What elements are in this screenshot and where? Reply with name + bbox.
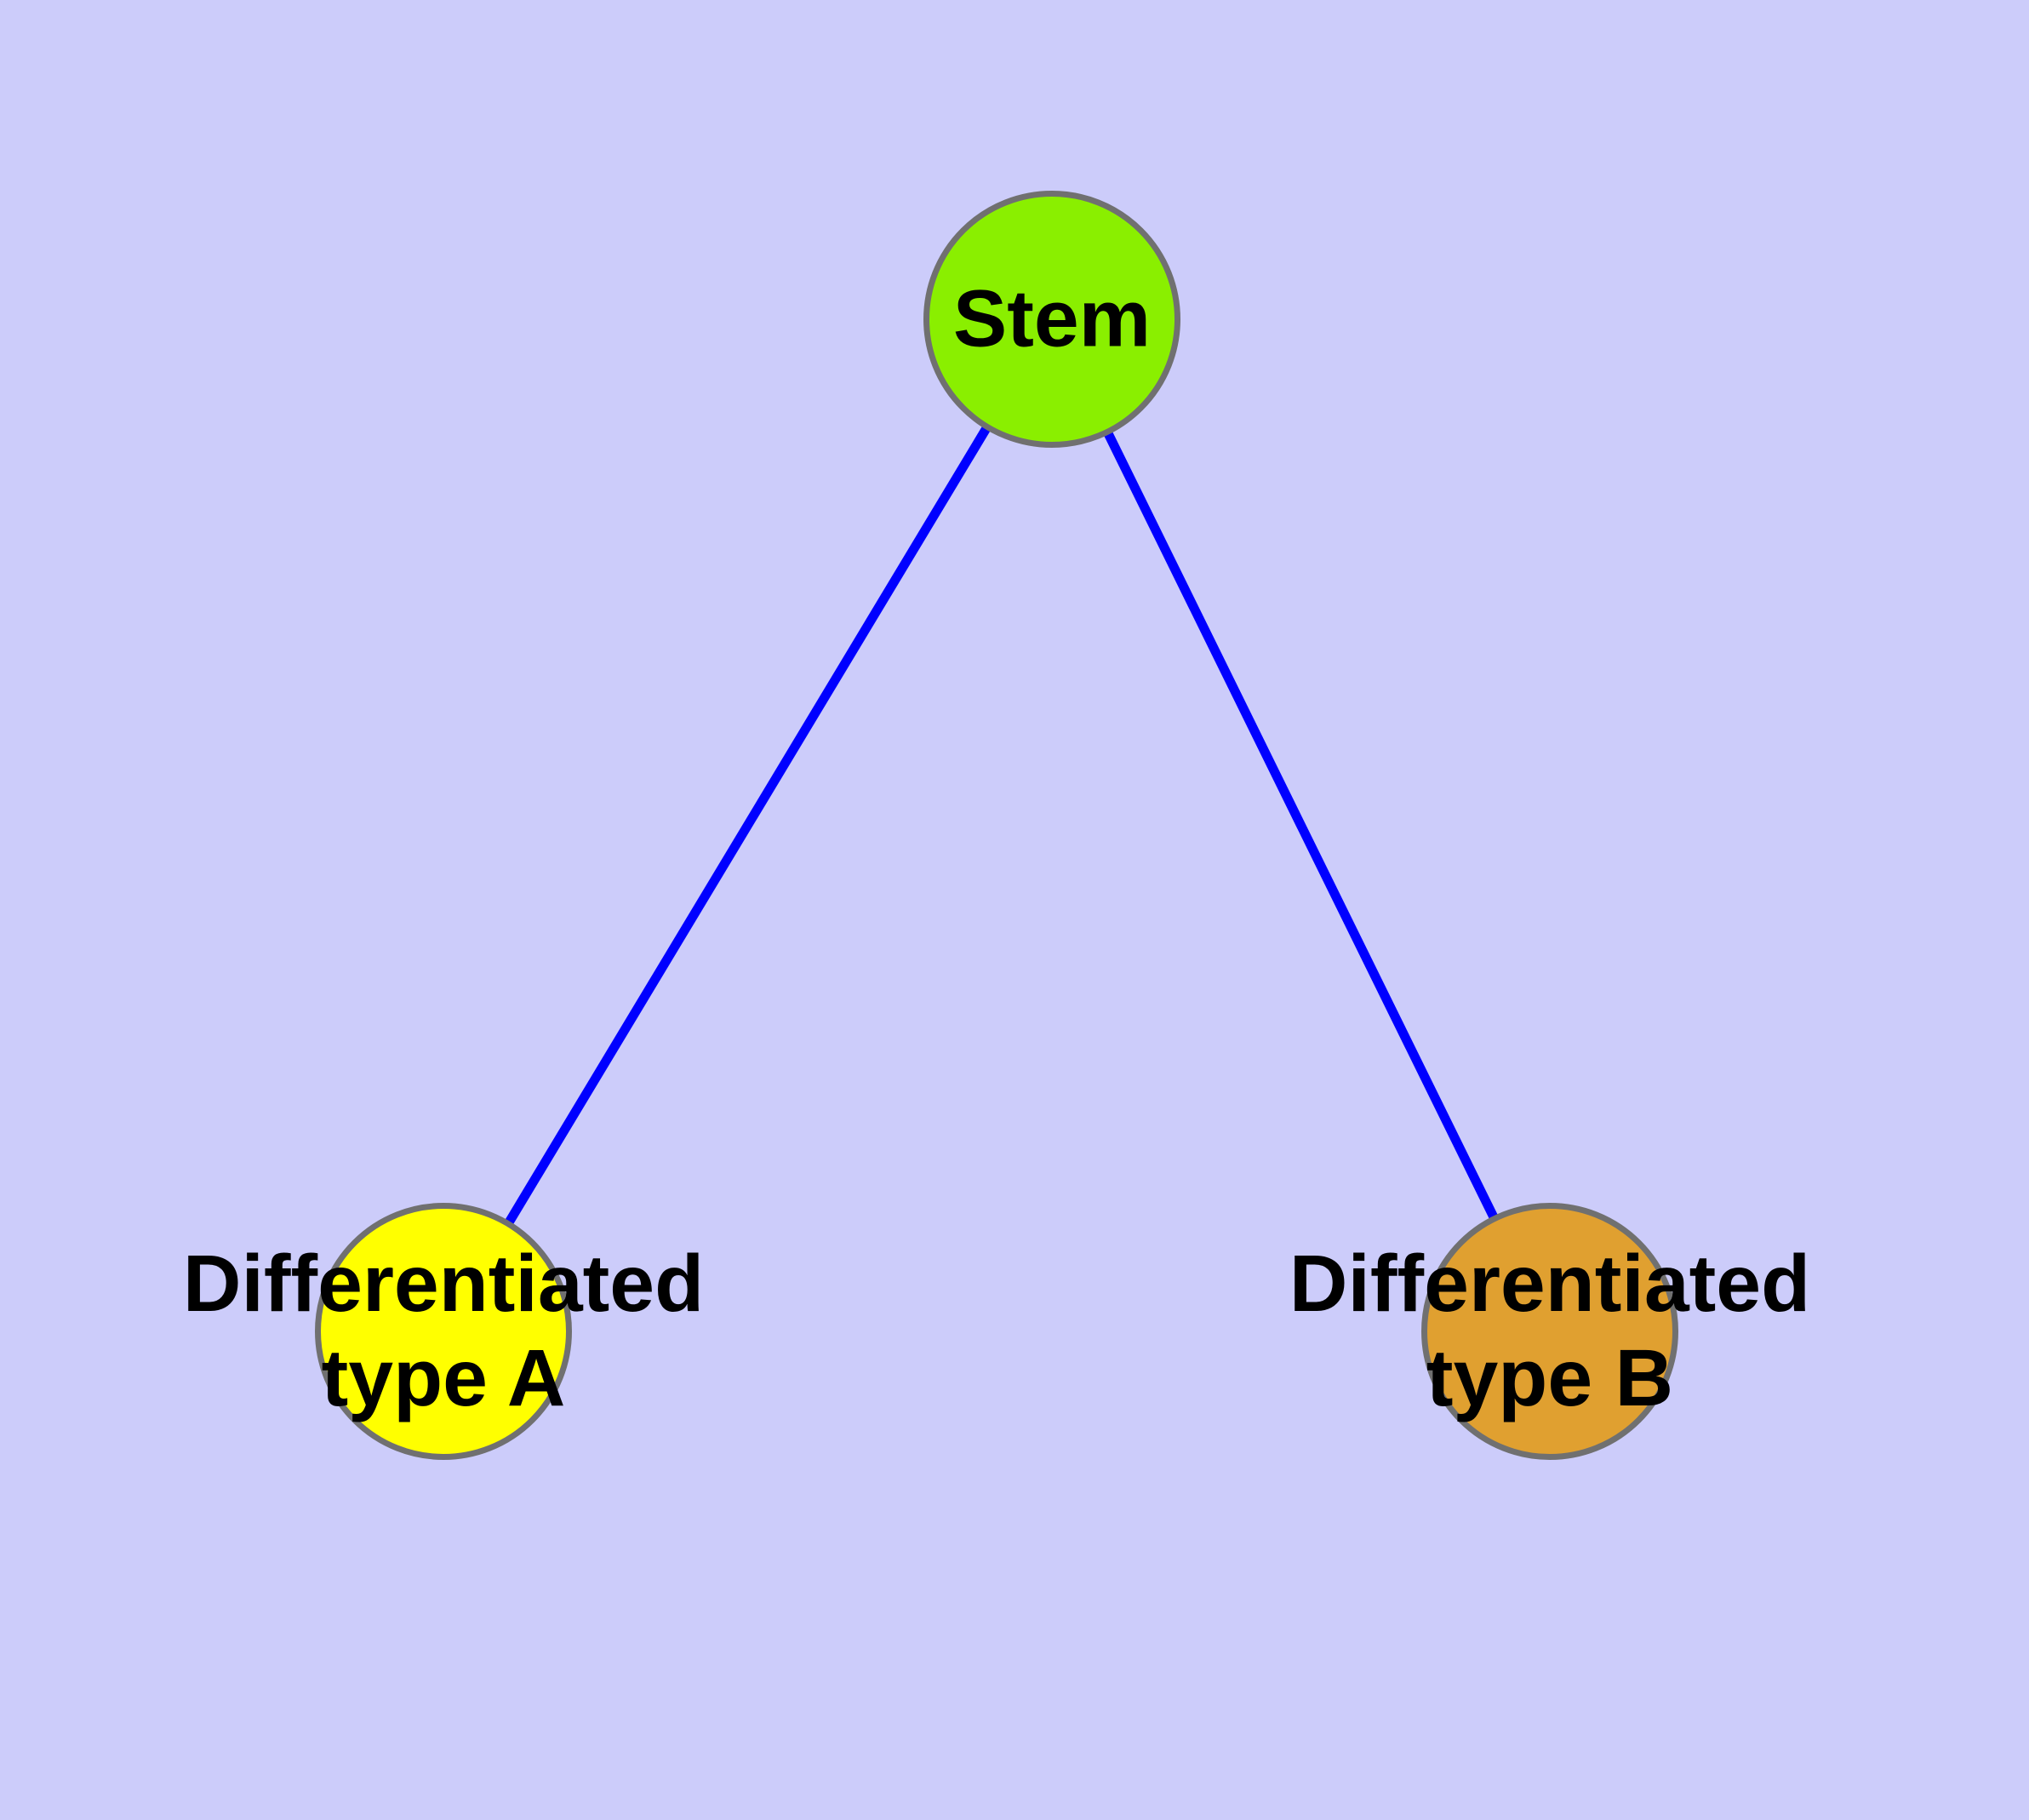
- graph-node-diff_a[interactable]: [315, 1203, 572, 1460]
- graph-node-stem[interactable]: [923, 191, 1180, 448]
- edge-stem-diff-b[interactable]: [1102, 429, 1500, 1222]
- edge-layer: [504, 424, 1500, 1227]
- graph-node-diff_b[interactable]: [1421, 1203, 1678, 1460]
- node-layer: [315, 191, 1678, 1460]
- edge-stem-diff-a[interactable]: [504, 424, 992, 1227]
